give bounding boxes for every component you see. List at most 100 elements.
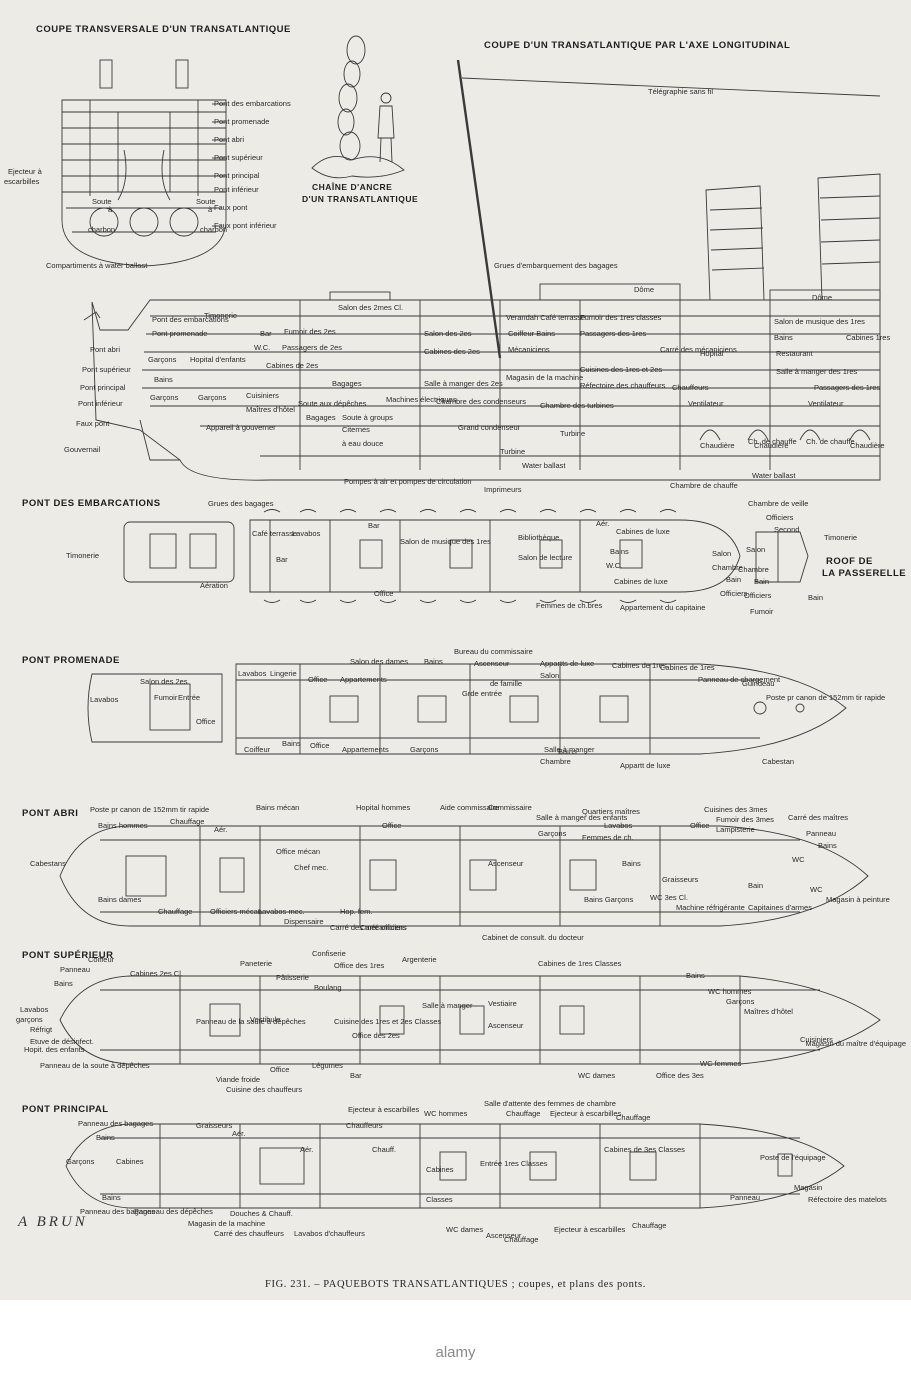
principal-label: Ejecteur à escarbilles <box>348 1105 420 1114</box>
longitudinal-label: Pont supérieur <box>82 365 131 374</box>
longitudinal-section <box>83 59 881 481</box>
embarcations-label: Salon de lecture <box>518 553 573 562</box>
superieur-label: Panneau de la soute à dépêches <box>40 1061 150 1070</box>
promenade-label: Appartements <box>342 745 389 754</box>
superieur-label: Salle à manger <box>422 1001 473 1010</box>
abri-label: Bains <box>622 859 641 868</box>
abri-label: Capitaines d'armes <box>748 903 812 912</box>
abri-label: WC <box>810 885 823 894</box>
longitudinal-label: Réfectoire des chauffeurs <box>580 381 666 390</box>
promenade-label: Cabestan <box>762 757 795 766</box>
longitudinal-label: Pont inférieur <box>78 399 123 408</box>
abri-label: Lampisterie <box>716 825 755 834</box>
heading-longitudinal-section: COUPE D'UN TRANSATLANTIQUE PAR L'AXE LON… <box>484 40 791 51</box>
abri-label: Carré officiers <box>360 923 407 932</box>
heading-transverse-section: COUPE TRANSVERSALE D'UN TRANSATLANTIQUE <box>36 24 291 35</box>
abri-label: Femmes de ch. <box>582 833 634 842</box>
embarcations-label: W.C. <box>606 561 623 570</box>
abri-label: Graisseurs <box>662 875 699 884</box>
embarcations-label: Appartement du capitaine <box>620 603 706 612</box>
promenade-label: Lingerie <box>270 669 297 678</box>
watermark-text: alamy <box>435 1344 476 1361</box>
transverse-label: Pont promenade <box>214 117 270 126</box>
longitudinal-label: à eau douce <box>342 439 384 448</box>
longitudinal-label: Ch. de chauffe <box>748 437 797 446</box>
principal-label: Chauffeurs <box>346 1121 383 1130</box>
heading-pont-superieur: PONT SUPÉRIEUR <box>22 950 114 961</box>
promenade-label: Coiffeur <box>244 745 271 754</box>
longitudinal-label: Garçons <box>148 355 177 364</box>
longitudinal-label: Chambre des turbines <box>540 401 614 410</box>
superieur-label: Lavabos <box>20 1005 49 1014</box>
longitudinal-label: Salon des 2es <box>424 329 472 338</box>
principal-label: Ejecteur à escarbilles <box>554 1225 626 1234</box>
longitudinal-label: Bains <box>774 333 793 342</box>
deck-plan-embarcations <box>123 509 809 603</box>
principal-label: Carré des chauffeurs <box>214 1229 284 1238</box>
embarcations-label: Timonerie <box>66 551 100 560</box>
superieur-label: Bains <box>54 979 73 988</box>
superieur-label: Office <box>270 1065 290 1074</box>
principal-label: Poste de l'équipage <box>760 1153 826 1162</box>
transverse-label: Soute <box>196 197 216 206</box>
promenade-label: Bureau du commissaire <box>454 647 533 656</box>
superieur-label: Coiffeur <box>88 955 115 964</box>
embarcations-label: Café terrasse <box>252 529 298 538</box>
heading-pont-embarcations: PONT DES EMBARCATIONS <box>22 498 161 509</box>
principal-label: Panneau des bagages <box>80 1207 156 1216</box>
embarcations-label: Grues des bagages <box>208 499 274 508</box>
abri-label: Lavabos mec. <box>258 907 305 916</box>
abri-label: Dispensaire <box>284 917 324 926</box>
deck-plan-promenade <box>87 663 847 755</box>
transverse-section <box>61 59 227 267</box>
longitudinal-label: Soute à groups <box>342 413 393 422</box>
principal-label: Chauffage <box>506 1109 541 1118</box>
abri-label: Officiers mécan. <box>210 907 265 916</box>
abri-label: Office <box>382 821 402 830</box>
principal-label: Lavabos d'chauffeurs <box>294 1229 365 1238</box>
promenade-label: Lavabos <box>238 669 267 678</box>
promenade-label: Cabines de 1res <box>612 661 667 670</box>
embarcations-label: Bibliothèque <box>518 533 560 542</box>
longitudinal-label: Turbine <box>560 429 586 438</box>
principal-label: Garçons <box>66 1157 95 1166</box>
heading-anchor-chain-line2: D'UN TRANSATLANTIQUE <box>302 194 419 204</box>
principal-label: Cabines <box>116 1157 144 1166</box>
superieur-label: Pâtisserie <box>276 973 309 982</box>
superieur-label: Boulang <box>314 983 342 992</box>
embarcations-label: Chambre <box>712 563 743 572</box>
longitudinal-label: Coiffeur Bains <box>508 329 555 338</box>
longitudinal-label: Timonerie <box>204 311 238 320</box>
superieur-label: Ascenseur <box>488 1021 524 1030</box>
embarcations-label: Aér. <box>596 519 610 528</box>
longitudinal-label: Passagers des 1res <box>814 383 881 392</box>
superieur-label: WC femmes <box>700 1059 742 1068</box>
superieur-label: garçons <box>16 1015 43 1024</box>
superieur-label: Office des 1res <box>334 961 385 970</box>
promenade-label: de famille <box>490 679 523 688</box>
heading-pont-promenade: PONT PROMENADE <box>22 655 120 666</box>
abri-label: Poste pr canon de 152mm tir rapide <box>90 805 210 814</box>
longitudinal-label: Cabines des 2es <box>424 347 480 356</box>
longitudinal-label: Grues d'embarquement des bagages <box>494 261 618 270</box>
transverse-label: Pont des embarcations <box>214 99 291 108</box>
longitudinal-label: Ventilateur <box>808 399 844 408</box>
longitudinal-label: Télégraphie sans fil <box>648 87 714 96</box>
longitudinal-label: Fumoir des 2es <box>284 327 336 336</box>
abri-label: Bains dames <box>98 895 142 904</box>
longitudinal-label: Fumoir des 1res classes <box>580 313 662 322</box>
abri-label: Bains hommes <box>98 821 148 830</box>
superieur-label: Bar <box>350 1071 362 1080</box>
promenade-label: Lavabos <box>90 695 119 704</box>
principal-label: Panneau des bagages <box>78 1119 154 1128</box>
principal-label: Douches & Chauff. <box>230 1209 293 1218</box>
embarcations-label: Bain <box>754 577 770 586</box>
principal-label: Cabines <box>426 1165 454 1174</box>
superieur-label: WC dames <box>578 1071 616 1080</box>
principal-label: Salle d'attente des femmes de chambre <box>484 1099 616 1108</box>
embarcations-label: Bain <box>726 575 742 584</box>
abri-label: Carré des maîtres <box>788 813 849 822</box>
transverse-label: Pont supérieur <box>214 153 263 162</box>
transverse-label: Pont inférieur <box>214 185 259 194</box>
promenade-label: Grde entrée <box>462 689 503 698</box>
